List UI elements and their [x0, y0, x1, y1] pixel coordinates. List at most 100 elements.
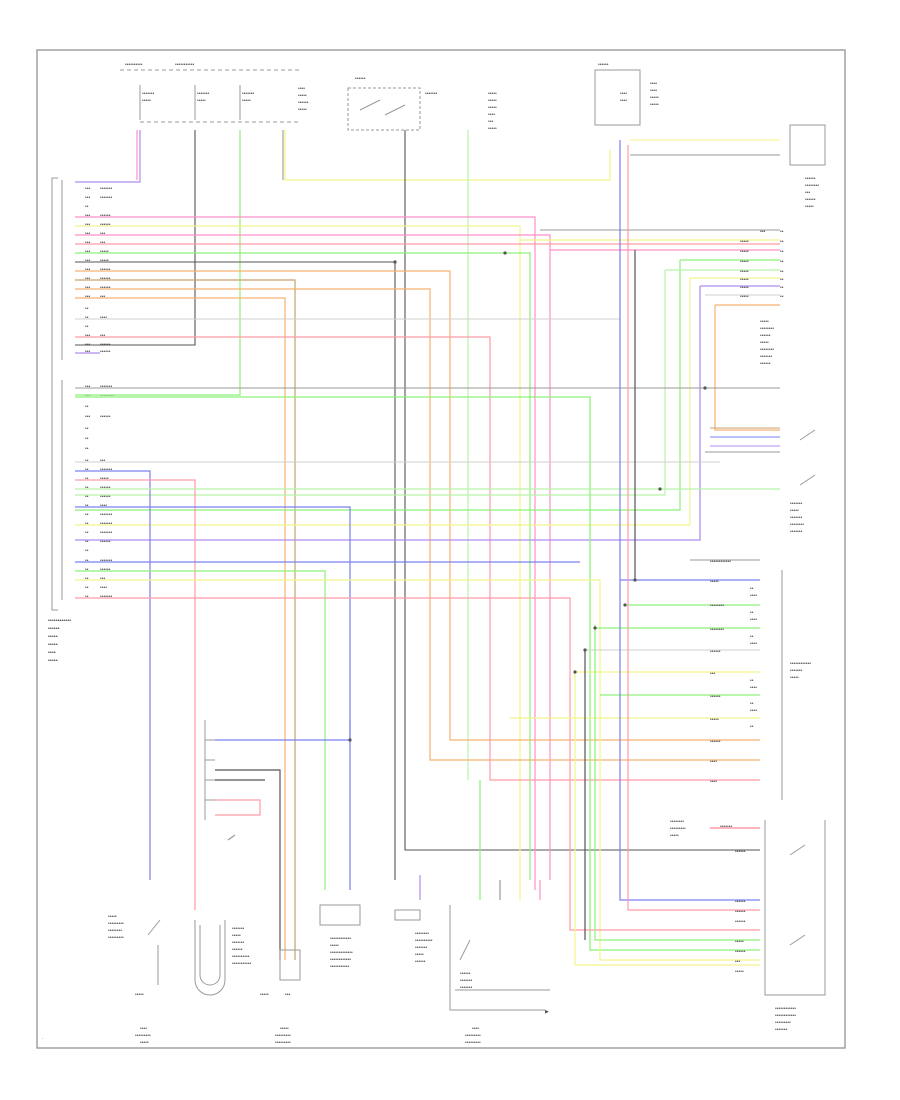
svg-text:••••: ••••: [298, 86, 305, 92]
svg-text:••••: ••••: [750, 708, 757, 714]
wire-blue-2: [75, 506, 351, 890]
neutral-position-switch: [449, 905, 550, 1011]
svg-text:•••••••••: •••••••••: [775, 1020, 791, 1026]
svg-text:•••••: •••••: [197, 98, 206, 104]
input-turbine-speed-labels: ••••••• ••••• ••••••• •••••• •••••••••• …: [232, 926, 252, 967]
svg-text:•••: •••: [85, 349, 91, 355]
fluid-temp-labels: •••••••••••• ••••• ••••••••••••• •••••••…: [330, 936, 353, 970]
svg-text:••••••: ••••••: [100, 213, 111, 219]
svg-text:•••••: •••••: [100, 258, 109, 264]
svg-text:••••: ••••: [620, 98, 627, 104]
wire-neutral-bottom: [479, 780, 541, 900]
svg-text:•••••••: •••••••: [100, 384, 113, 390]
instrument-cluster-labels: •••••••••••• ••••• •••••••• •••••••• •••…: [710, 559, 811, 785]
svg-text:••: ••: [780, 229, 784, 235]
svg-text:••••: ••••: [48, 650, 56, 656]
svg-text:•••••: •••••: [740, 249, 749, 255]
svg-text:•••••••: •••••••: [760, 354, 773, 360]
svg-text:••••••: ••••••: [710, 739, 721, 745]
svg-text:•••••••••: •••••••••: [108, 935, 124, 941]
svg-text:••••••: ••••••: [232, 947, 243, 953]
svg-text:••: ••: [85, 467, 89, 473]
svg-text:•••: •••: [100, 294, 106, 300]
svg-text:•••••••: •••••••: [415, 945, 428, 951]
kickdown-switch-labels: ••••• ••••••••• •••••••• ••••••••• •••••…: [108, 914, 151, 1046]
svg-text:••: ••: [750, 724, 754, 730]
svg-text:•••••••: •••••••: [100, 467, 113, 473]
svg-text:•••••••: •••••••: [232, 926, 245, 932]
svg-text:••: ••: [780, 294, 784, 300]
svg-text:••: ••: [85, 485, 89, 491]
svg-text:••: ••: [85, 446, 89, 452]
ignition-switch-desc: •••••••: [425, 91, 438, 97]
transmission-solenoid-valves: [764, 820, 826, 996]
wire-neutral-switch: [630, 139, 780, 156]
brake-switch-labels: •••••••• •••••••••• ••••••• ••••• ••••••: [415, 931, 433, 965]
svg-text:•••••: •••••: [710, 717, 719, 723]
svg-text:••: ••: [750, 610, 754, 616]
svg-text:•••••: •••••: [142, 98, 151, 104]
svg-text:•••••: •••••: [488, 105, 497, 111]
wire-yellow-top: [284, 130, 611, 181]
svg-text:••••••••: ••••••••: [760, 347, 774, 353]
svg-text:••••••: ••••••: [48, 626, 60, 632]
svg-text:•••••: •••••: [670, 833, 679, 839]
svg-text:••: ••: [780, 285, 784, 291]
svg-text:••••: ••••: [100, 585, 107, 591]
svg-text:••: ••: [780, 269, 784, 275]
svg-text:•••••••••••: •••••••••••: [175, 62, 195, 68]
svg-text:••: ••: [750, 701, 754, 707]
fuse-labels: •••••••••• ••••••••••• ••••••• ••••• •••…: [125, 62, 309, 113]
svg-text:••: ••: [85, 426, 89, 432]
svg-text:•••: •••: [100, 458, 106, 464]
svg-text:•••••••: •••••••: [100, 512, 113, 518]
svg-text:•••: •••: [85, 249, 91, 255]
svg-text:••••••••: ••••••••: [670, 819, 684, 825]
svg-text:•••••: •••••: [242, 98, 251, 104]
svg-text:•••: •••: [85, 213, 91, 219]
svg-text:•••: •••: [85, 333, 91, 339]
svg-text:•••••: •••••: [790, 508, 799, 514]
wire-violet-top: [75, 130, 141, 183]
vehicle-speed-labels: ••••• ••• ••••• ••••••••• •••••••••: [260, 992, 291, 1046]
svg-text:••••: ••••: [710, 779, 717, 785]
svg-text:••••••: ••••••: [805, 197, 816, 203]
svg-text:••: ••: [85, 458, 89, 464]
svg-text:••••••: ••••••: [100, 485, 111, 491]
svg-text:•••••••••••••: •••••••••••••: [330, 950, 353, 956]
svg-text:•••••••: •••••••: [242, 91, 255, 97]
svg-text:•••••: •••••: [488, 126, 497, 132]
svg-text:•••••••••: •••••••••: [465, 1040, 481, 1046]
svg-text:••••••••: ••••••••: [760, 326, 774, 332]
svg-text:••••••••••••: ••••••••••••: [775, 1006, 796, 1012]
svg-text:••: ••: [85, 548, 89, 554]
wire-blue-1: [75, 470, 151, 880]
svg-text:••••••: ••••••: [100, 267, 111, 273]
wire-green-3: [75, 570, 326, 890]
svg-text:•••••: •••••: [790, 675, 799, 681]
svg-text:••••••••: ••••••••: [415, 931, 429, 937]
tcm-pin-labels: •••••••••• •••••••••• •• ••••••••• •••••…: [85, 186, 114, 600]
svg-text:••••••••••: ••••••••••: [125, 62, 143, 68]
svg-text:••: ••: [85, 306, 89, 312]
wire-red-2: [75, 336, 760, 781]
svg-text:••••••••••••: ••••••••••••: [330, 957, 351, 963]
sensor-wires-left: [215, 720, 351, 960]
svg-text:•••••: •••••: [232, 933, 241, 939]
svg-text:•••: •••: [85, 267, 91, 273]
svg-text:•••••: •••••: [740, 285, 749, 291]
svg-text:••••: ••••: [750, 617, 757, 623]
svg-text:••: ••: [85, 436, 89, 442]
svg-text:•••••: •••••: [740, 294, 749, 300]
svg-text:••: ••: [85, 567, 89, 573]
svg-text:••••••••: ••••••••: [805, 183, 819, 189]
svg-text:•••••••: •••••••: [790, 668, 803, 674]
svg-text:•••••••: •••••••: [142, 91, 155, 97]
svg-text:••: ••: [85, 476, 89, 482]
svg-text:•••••: •••••: [298, 93, 307, 99]
svg-text:••••••: ••••••: [100, 222, 111, 228]
svg-text:••••: ••••: [750, 685, 757, 691]
svg-text:••: ••: [85, 576, 89, 582]
svg-text:•••••: •••••: [488, 98, 497, 104]
svg-text:••: ••: [750, 678, 754, 684]
